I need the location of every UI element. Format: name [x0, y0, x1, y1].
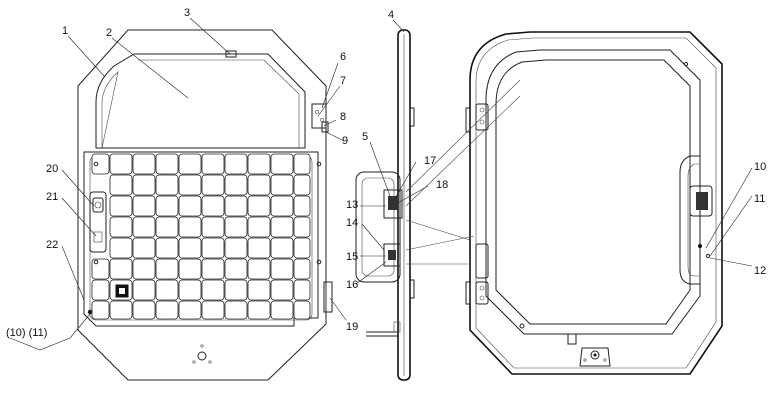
latch-plate	[89, 191, 107, 253]
lower-hinge	[323, 281, 333, 313]
callout-4: 4	[388, 9, 394, 21]
callout-15: 15	[346, 251, 358, 263]
window-frame-outer	[95, 53, 306, 149]
callout-20: 20	[46, 163, 58, 175]
top-clip	[225, 50, 237, 58]
front-view	[77, 29, 333, 381]
guard-panel	[83, 151, 319, 327]
rear-window-frame	[485, 49, 701, 335]
callout-7: 7	[340, 75, 346, 87]
callout-10: 10	[754, 161, 766, 173]
leader-lines	[9, 17, 753, 351]
callout-2: 2	[106, 27, 112, 39]
callout-labels: 1 2 3 4 5 6 7 8 9 10 11 12 13 14 15 16 1…	[6, 7, 766, 339]
callout-3: 3	[184, 7, 190, 19]
upper-hinge	[311, 103, 327, 129]
latch-block	[383, 189, 403, 219]
side-view	[355, 29, 415, 381]
rear-view	[465, 31, 723, 375]
door-outer-panel	[77, 29, 327, 381]
callout-22: 22	[46, 239, 58, 251]
callout-12: 12	[754, 265, 766, 277]
window-frame-inner	[101, 59, 300, 149]
side-handle	[355, 171, 401, 283]
callout-19: 19	[346, 321, 358, 333]
callout-5: 5	[362, 131, 368, 143]
callout-17: 17	[424, 155, 436, 167]
callout-21: 21	[46, 191, 58, 203]
callout-9: 9	[342, 135, 348, 147]
callout-1: 1	[62, 25, 68, 37]
rear-door-inner	[475, 37, 717, 369]
rear-latch	[689, 185, 713, 217]
callout-10-11: (10) (11)	[6, 327, 47, 339]
rear-window-opening	[495, 59, 691, 325]
rear-handle	[679, 155, 700, 285]
guard-grid	[91, 153, 311, 320]
callout-11: 11	[754, 193, 765, 205]
callout-6: 6	[340, 51, 346, 63]
lower-latch-block	[383, 243, 401, 267]
callout-16: 16	[346, 279, 358, 291]
callout-18: 18	[436, 179, 448, 191]
callout-13: 13	[346, 199, 358, 211]
callout-14: 14	[346, 217, 358, 229]
callout-8: 8	[340, 111, 346, 123]
rear-door-outer	[469, 31, 723, 375]
